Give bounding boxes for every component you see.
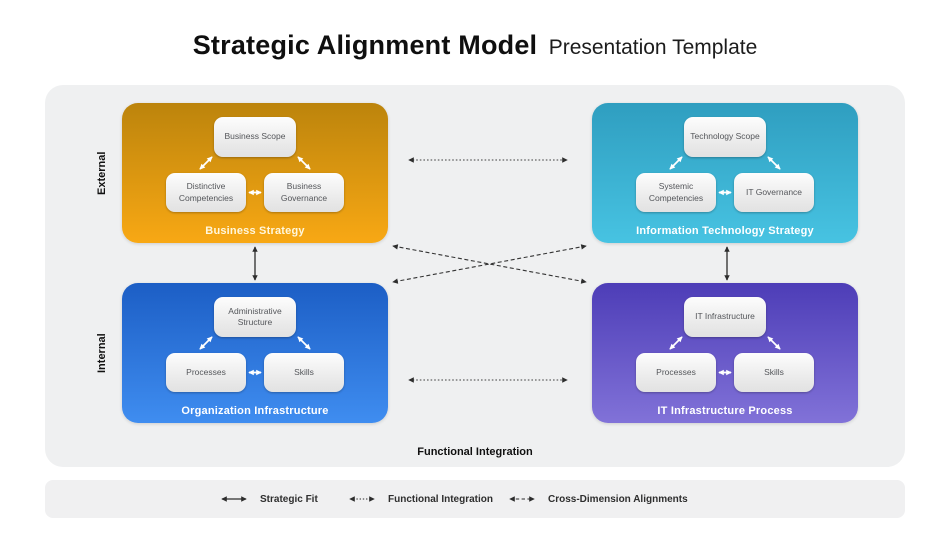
axis-label-external: External — [96, 151, 108, 195]
node-distinctive-competencies: Distinctive Competencies — [166, 173, 246, 212]
quadrant-label: Organization Infrastructure — [181, 405, 329, 417]
diagram-panel: External Internal Business Scope Distinc… — [45, 85, 905, 467]
legend-item-cross-dimension: Cross-Dimension Alignments — [505, 480, 688, 518]
legend-label: Strategic Fit — [260, 493, 318, 505]
node-processes: Processes — [636, 353, 716, 392]
dashed-double-arrow-icon — [509, 496, 535, 502]
slide-title: Strategic Alignment Model Presentation T… — [0, 30, 950, 61]
axis-label-internal: Internal — [96, 333, 108, 373]
node-it-governance: IT Governance — [734, 173, 814, 212]
node-technology-scope: Technology Scope — [684, 117, 766, 157]
quadrant-it-infrastructure-process: IT Infrastructure Processes Skills IT In… — [592, 283, 858, 423]
legend-item-strategic-fit: Strategic Fit — [217, 480, 318, 518]
node-it-infrastructure: IT Infrastructure — [684, 297, 766, 337]
node-systemic-competencies: Systemic Competencies — [636, 173, 716, 212]
quadrant-business-strategy: Business Scope Distinctive Competencies … — [122, 103, 388, 243]
dotted-double-arrow-icon — [349, 496, 375, 502]
legend-label: Cross-Dimension Alignments — [548, 493, 688, 505]
node-business-scope: Business Scope — [214, 117, 296, 157]
node-business-governance: Business Governance — [264, 173, 344, 212]
quadrant-label: IT Infrastructure Process — [657, 405, 793, 417]
cross-dimension-arrow-2 — [392, 244, 587, 284]
solid-double-arrow-icon — [221, 496, 247, 502]
node-processes: Processes — [166, 353, 246, 392]
title-subtitle: Presentation Template — [548, 36, 758, 59]
legend-item-functional-integration: Functional Integration — [345, 480, 493, 518]
quadrant-label: Business Strategy — [205, 225, 305, 237]
legend-bar: Strategic Fit Functional Integration Cro… — [45, 480, 905, 518]
axis-label-functional-integration: Functional Integration — [417, 446, 533, 458]
title-main: Strategic Alignment Model — [192, 30, 538, 60]
node-skills: Skills — [264, 353, 344, 392]
node-skills: Skills — [734, 353, 814, 392]
quadrant-it-strategy: Technology Scope Systemic Competencies I… — [592, 103, 858, 243]
quadrant-organization-infrastructure: Administrative Structure Processes Skill… — [122, 283, 388, 423]
cross-dimension-arrow-1 — [392, 244, 587, 284]
legend-label: Functional Integration — [388, 493, 493, 505]
quadrant-label: Information Technology Strategy — [636, 225, 814, 237]
node-administrative-structure: Administrative Structure — [214, 297, 296, 337]
